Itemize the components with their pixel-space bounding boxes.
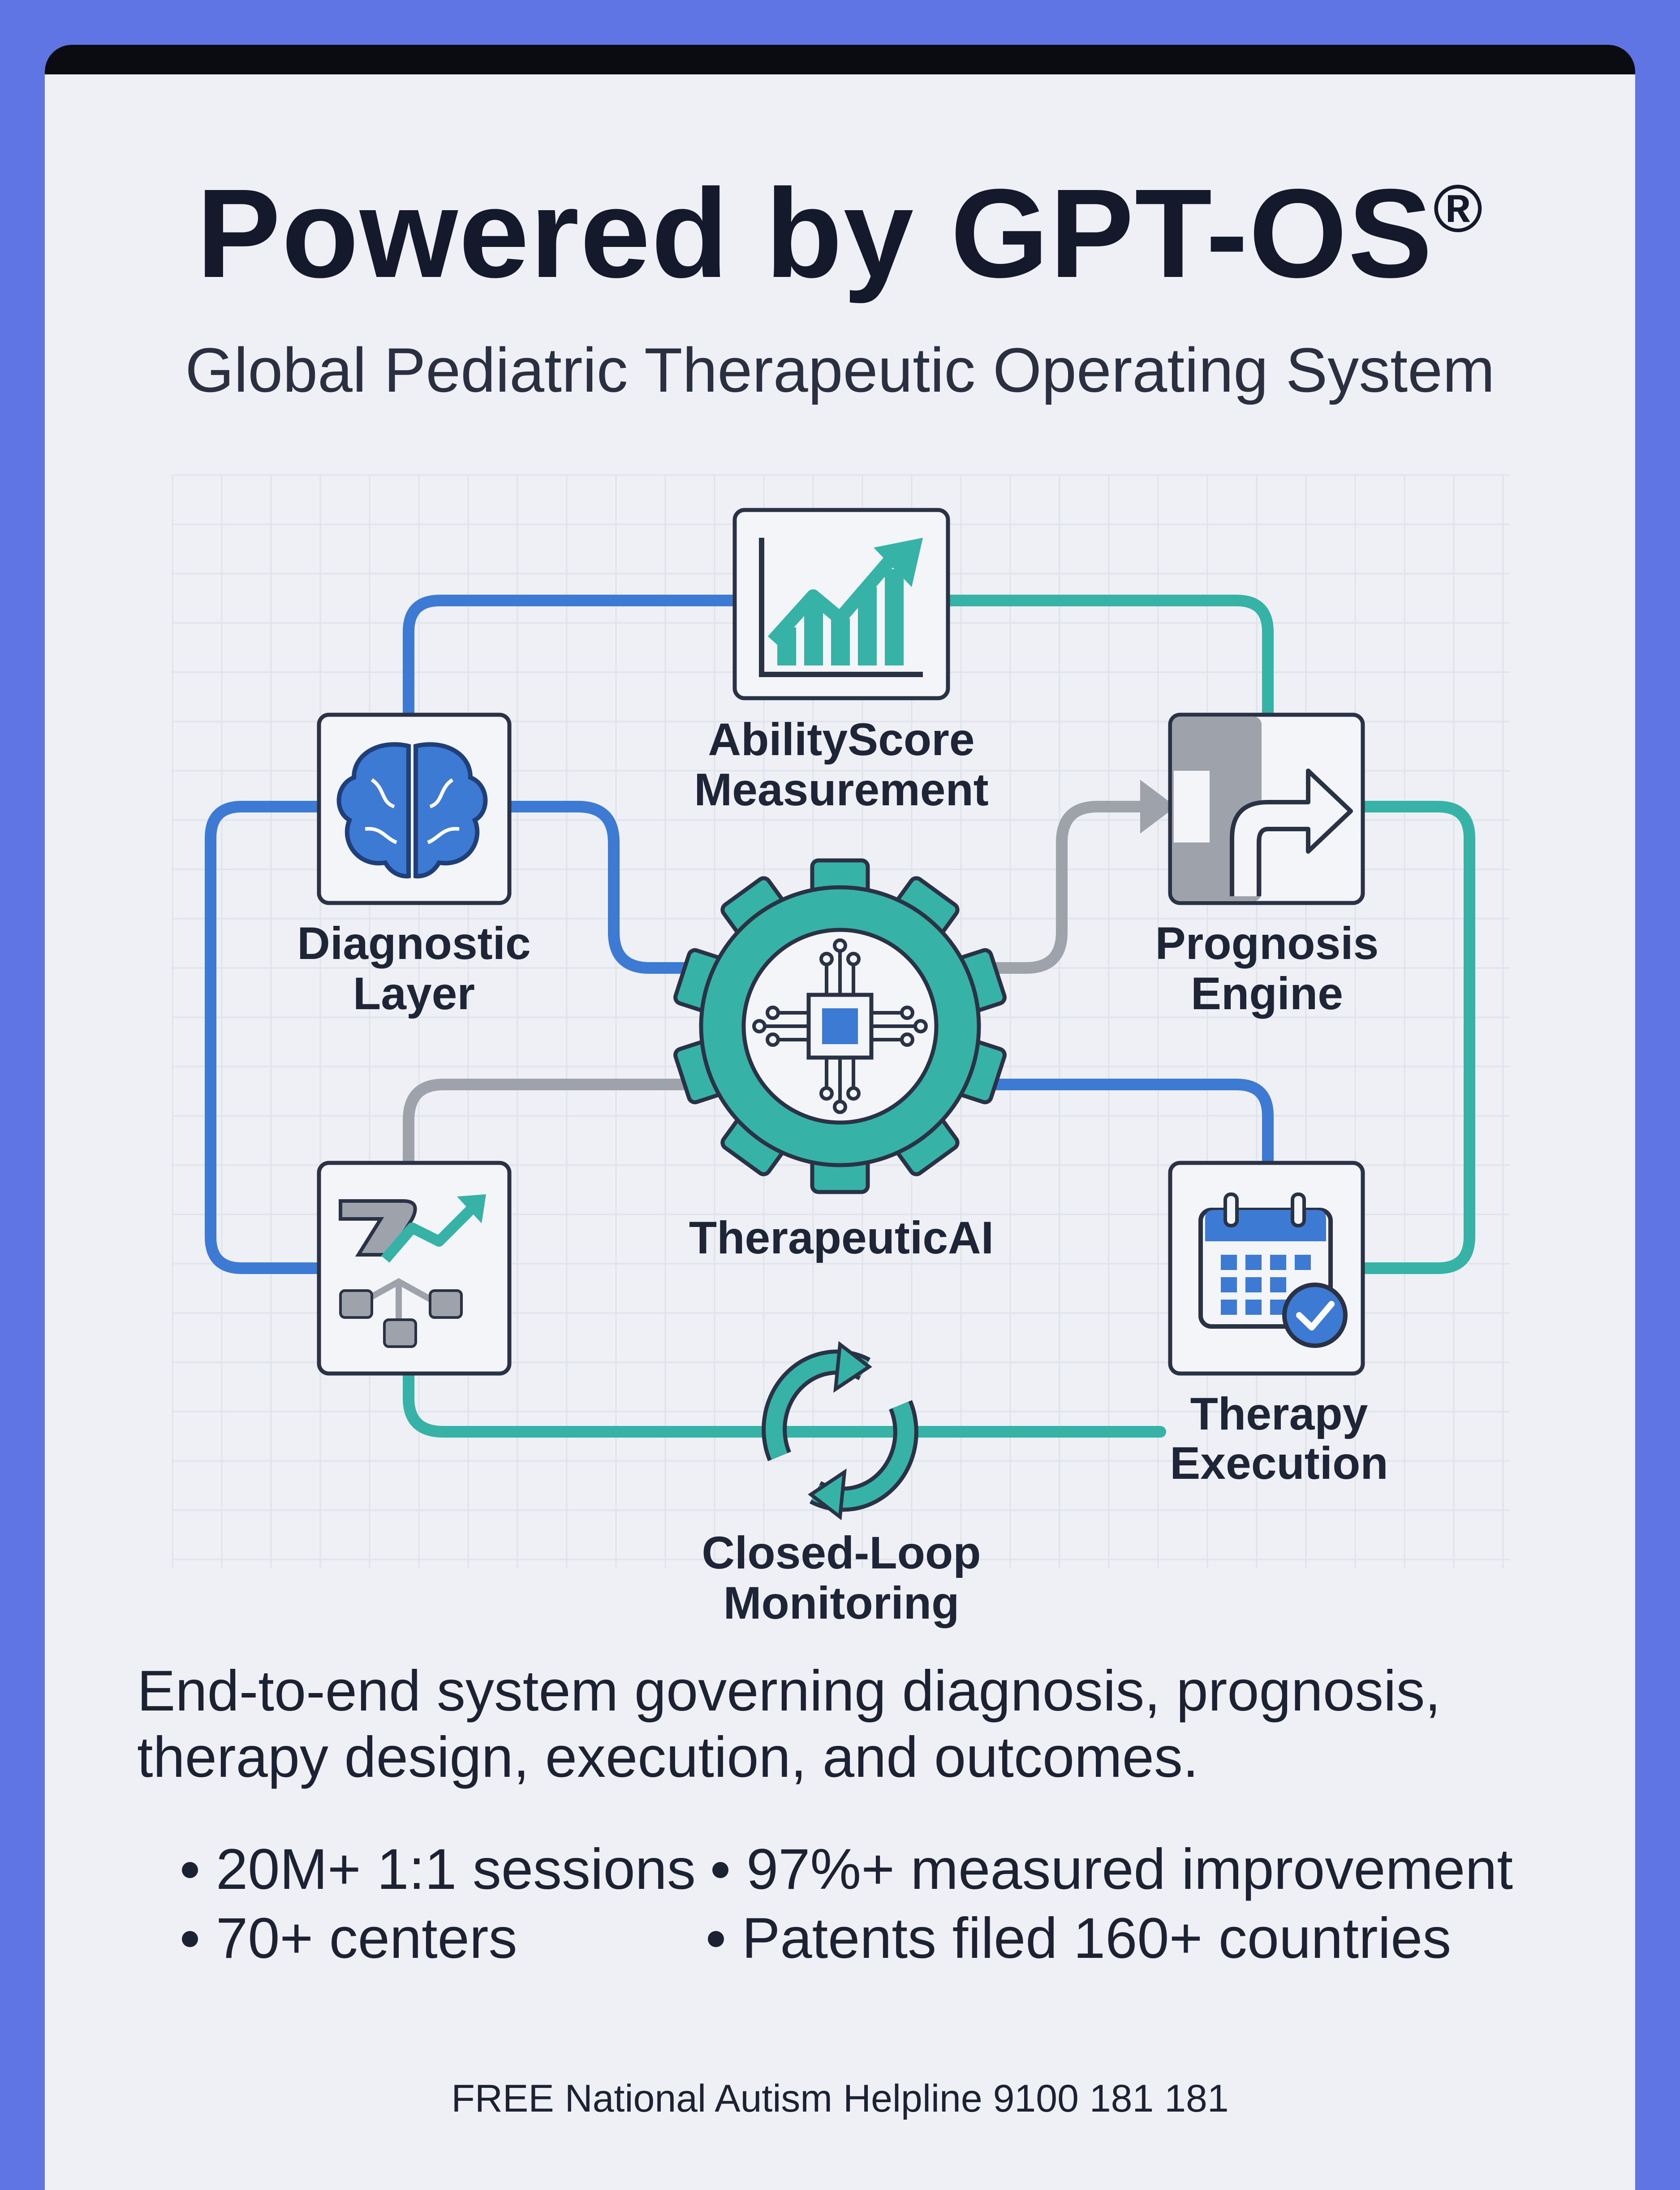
stat-centers-text: 70+ centers (216, 1906, 517, 1970)
stat-improvement-text: 97%+ measured improvement (746, 1837, 1513, 1901)
registered-mark: ® (1433, 171, 1484, 246)
stat-centers: 70+ centers (182, 1910, 517, 1967)
execution-label-2: Execution (1170, 1438, 1388, 1489)
arrowhead-icon (1140, 780, 1176, 834)
diagnostic-label-2: Layer (353, 968, 475, 1019)
stat-sessions: 20M+ 1:1 sessions (182, 1841, 696, 1898)
connector-center-prognosis (948, 801, 1153, 974)
prognosis-label-1: Prognosis (1155, 918, 1379, 969)
monitoring-label-2: Monitoring (724, 1577, 960, 1628)
workflow-icon (339, 1194, 486, 1348)
cycle-arrows-icon (762, 1341, 918, 1520)
abilityscore-label-1: AbilityScore (708, 714, 974, 765)
top-bar (45, 45, 1635, 74)
prognosis-node (1168, 713, 1365, 905)
connector-ability-prognosis (942, 595, 1274, 721)
connector-diag-ability (403, 595, 741, 721)
bullet-icon (708, 1931, 724, 1948)
therapeutic-label: TherapeuticAI (689, 1212, 994, 1263)
design-node (317, 1161, 512, 1376)
connector-center-design (403, 1079, 732, 1169)
connector-center-execution (948, 1079, 1274, 1169)
execution-node (1168, 1161, 1365, 1376)
bullet-icon (712, 1862, 728, 1879)
stat-patents-text: Patents filed 160+ countries (742, 1906, 1452, 1970)
page-subtitle: Global Pediatric Therapeutic Operating S… (185, 335, 1495, 405)
bullet-icon (182, 1931, 198, 1948)
connectors (205, 595, 1475, 1438)
bar-chart-trend-icon (759, 538, 923, 677)
stat-improvement: 97%+ measured improvement (712, 1841, 1513, 1898)
connector-right-loop (1356, 801, 1475, 1274)
monitoring-label-1: Closed-Loop (702, 1527, 981, 1578)
connector-left-loop (205, 801, 325, 1274)
diagnostic-node (317, 713, 512, 905)
abilityscore-label-2: Measurement (694, 764, 989, 815)
description-text: End-to-end system governing diagnosis, p… (137, 1659, 1441, 1789)
execution-label-1: Therapy (1190, 1388, 1368, 1439)
calendar-check-icon (1198, 1192, 1348, 1348)
prognosis-label-2: Engine (1191, 968, 1343, 1019)
connector-diag-center (505, 801, 732, 974)
page-title: Powered by GPT-OS® (0, 170, 1680, 297)
diagnostic-label-1: Diagnostic (297, 918, 530, 969)
gear-chip-icon (673, 858, 1007, 1194)
bullet-icon (182, 1862, 198, 1879)
helpline-text: FREE National Autism Helpline 9100 181 1… (451, 2077, 1229, 2120)
brain-icon (336, 742, 488, 879)
stat-sessions-text: 20M+ 1:1 sessions (216, 1837, 696, 1901)
stat-patents: Patents filed 160+ countries (708, 1910, 1451, 1967)
forward-arrow-icon (1174, 769, 1353, 896)
title-text: Powered by GPT-OS (196, 163, 1434, 304)
connector-bottom-loop (403, 1368, 1166, 1438)
abilityscore-node (732, 508, 950, 700)
